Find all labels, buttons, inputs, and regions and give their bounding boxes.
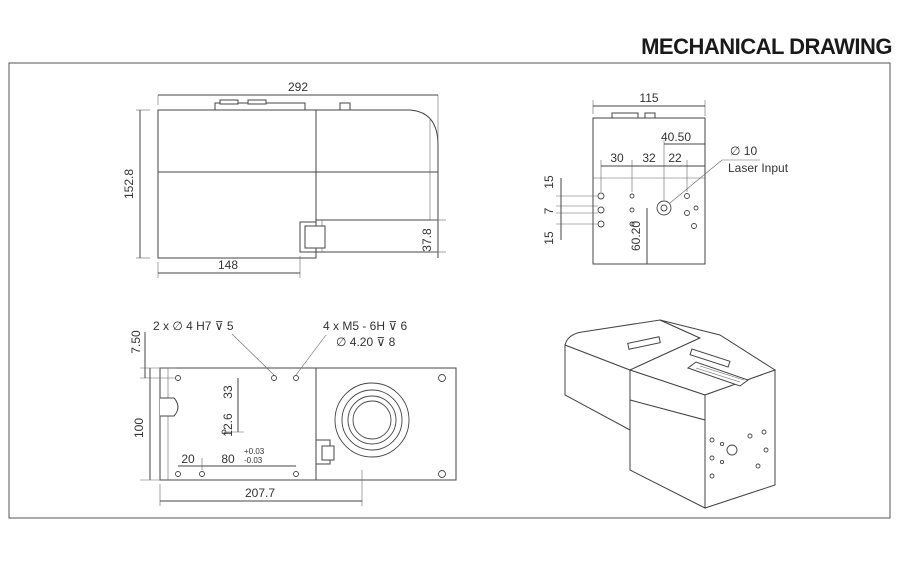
iso-connector [689,348,731,368]
dim-37-8: 37.8 [420,228,434,252]
mount-hole [629,207,635,213]
side-connector [160,397,179,417]
iso-hole [719,441,725,447]
isometric-view [564,319,777,509]
end-connector [644,112,656,119]
holes-note: 2 x ∅ 4 H7 ⊽ 5 [153,319,234,333]
iso-laser-port [726,444,738,456]
dim-7-50: 7.50 [129,330,143,354]
iso-hole [763,447,769,453]
dim-15-bottom: 15 [542,231,556,245]
end-view: 115 40.50 30 32 22 ∅ 10 Laser Input 15 7… [542,91,789,265]
dim-30: 30 [610,151,624,165]
drawing-title: MECHANICAL DRAWING [641,34,892,59]
connector-pin [247,99,267,105]
dim-148: 148 [218,258,238,272]
mount-hole [597,220,605,228]
iso-right-face [704,369,776,509]
dim-33: 33 [221,385,235,399]
mount-hole [629,221,635,227]
mount-hole [629,193,635,199]
dim-152-8: 152.8 [122,169,136,199]
dim-60-20: 60.20 [629,221,643,251]
drawing-frame [8,62,891,519]
top-hole [293,471,299,477]
top-view: 2 x ∅ 4 H7 ⊽ 5 4 x M5 - 6H ⊽ 6 ∅ 4.20 ⊽ … [129,319,457,506]
knob-cap [304,225,326,249]
vent-line [695,367,741,383]
corner-hole [438,374,446,382]
iso-hole [709,455,715,461]
mount-hole [684,210,690,216]
top-knob-cap [321,445,335,461]
corner-hole [438,470,446,478]
top-hole [293,375,299,381]
lens-inner [352,400,392,440]
small-connector [339,102,351,111]
diameter-10: ∅ 10 [730,144,757,158]
leader-line [669,159,723,204]
dim-22: 22 [668,151,682,165]
thread-note-1: 4 x M5 - 6H ⊽ 6 [323,319,407,333]
side-view: 292 152.8 148 37.8 [122,80,446,278]
dim-292: 292 [288,80,308,94]
leader-line [295,334,327,376]
dim-12-6: 12.6 [221,413,235,437]
dim-80: 80 [221,452,235,466]
connector-pin [219,99,239,105]
iso-connector [627,336,661,350]
vent-line [699,365,745,381]
top-hole [271,375,277,381]
tolerance-plus: +0.03 [244,447,265,456]
mount-hole [691,223,697,229]
end-connector [611,112,639,119]
iso-hole [709,437,715,443]
mount-hole [597,206,605,214]
laser-input-label: Laser Input [728,161,789,175]
top-hole [199,471,205,477]
mount-hole [693,205,699,211]
mount-hole [597,192,605,200]
end-housing [592,117,706,265]
dim-15-top: 15 [542,175,556,189]
iso-hole [755,463,761,469]
iso-hole [719,459,725,465]
dim-207-7: 207.7 [245,486,275,500]
leader-line [231,333,275,376]
dim-115: 115 [639,91,658,105]
dim-40-50: 40.50 [661,130,691,144]
iso-hole [761,429,767,435]
laser-input-core [660,204,668,212]
dim-20: 20 [181,452,195,466]
dim-7: 7 [542,207,556,214]
top-hole [175,471,181,477]
iso-hole [709,473,715,479]
lower-step [315,219,439,253]
tolerance-minus: -0.03 [244,456,263,465]
top-hole [175,375,181,381]
thread-note-2: ∅ 4.20 ⊽ 8 [336,335,396,349]
dim-100: 100 [132,418,146,438]
dim-32: 32 [642,151,656,165]
iso-hole [747,433,753,439]
mount-hole [684,193,690,199]
